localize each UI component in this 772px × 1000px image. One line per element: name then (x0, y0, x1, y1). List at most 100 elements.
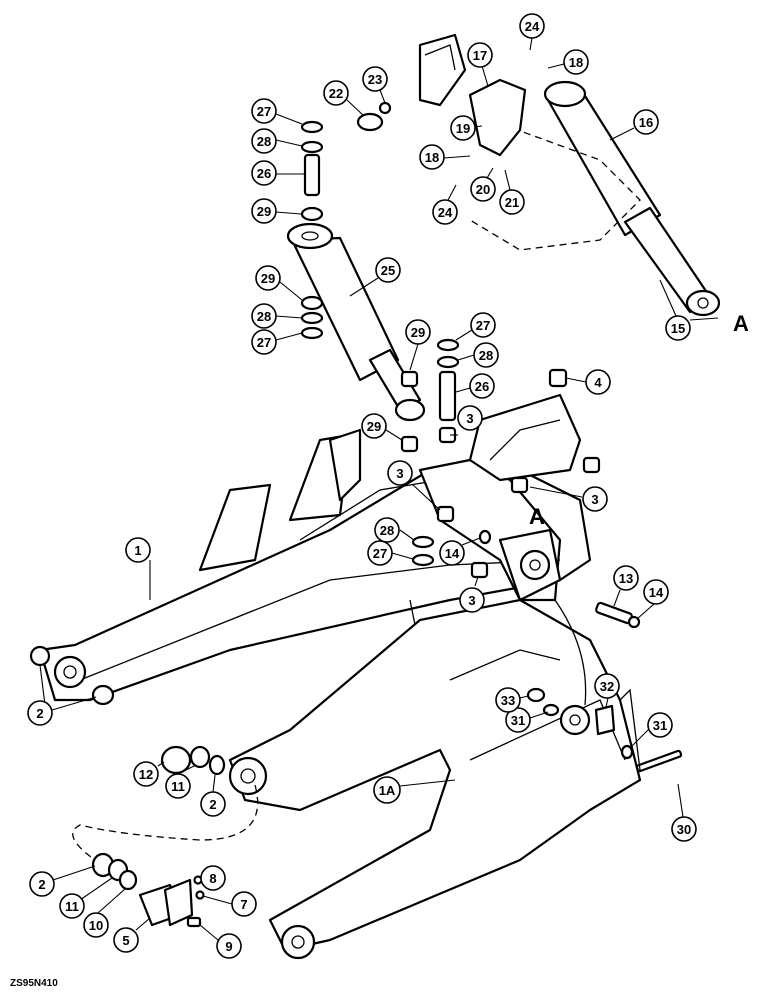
svg-text:11: 11 (65, 899, 79, 914)
right-hardware (478, 529, 683, 773)
svg-text:5: 5 (122, 933, 129, 948)
svg-text:30: 30 (677, 822, 691, 837)
svg-text:3: 3 (466, 411, 473, 426)
callout-3a: 3 (457, 405, 483, 431)
callout-14a: 14 (439, 540, 465, 566)
svg-text:28: 28 (257, 134, 271, 149)
callout-24b: 24 (432, 199, 458, 225)
callout-11b: 11 (59, 893, 85, 919)
loader-arm-1a (228, 598, 642, 960)
callout-18a: 18 (563, 49, 589, 75)
svg-text:8: 8 (209, 871, 216, 886)
callout-5: 5 (113, 927, 139, 953)
svg-text:29: 29 (257, 204, 271, 219)
front-hardware (29, 645, 259, 928)
callout-3c: 3 (582, 486, 608, 512)
callout-29a: 29 (251, 198, 277, 224)
callout-26b: 26 (469, 373, 495, 399)
reference-mark-a-link: A (529, 504, 545, 529)
svg-text:18: 18 (569, 55, 583, 70)
callouts: 1 1A 2 2 2 3 3 3 3 4 5 7 8 9 (27, 13, 719, 959)
callout-24a: 24 (519, 13, 545, 39)
svg-text:4: 4 (594, 375, 602, 390)
callout-18b: 18 (419, 144, 445, 170)
callout-23: 23 (362, 66, 388, 92)
callout-11a: 11 (165, 773, 191, 799)
svg-text:12: 12 (139, 767, 153, 782)
callout-28c: 28 (473, 342, 499, 368)
callout-1a: 1A (373, 776, 401, 804)
callout-29d: 29 (361, 413, 387, 439)
svg-text:31: 31 (511, 713, 525, 728)
svg-text:26: 26 (257, 166, 271, 181)
callout-26a: 26 (251, 160, 277, 186)
callout-8: 8 (200, 865, 226, 891)
callout-20: 20 (470, 176, 496, 202)
svg-text:1: 1 (134, 543, 141, 558)
callout-28d: 28 (374, 517, 400, 543)
callout-30: 30 (671, 816, 697, 842)
svg-text:27: 27 (476, 318, 490, 333)
svg-text:2: 2 (209, 797, 216, 812)
callout-27c: 27 (470, 312, 496, 338)
top-bracket-assembly (356, 33, 527, 157)
svg-text:24: 24 (525, 19, 540, 34)
callout-27d: 27 (367, 540, 393, 566)
svg-text:27: 27 (257, 335, 271, 350)
svg-text:33: 33 (501, 693, 515, 708)
svg-text:14: 14 (649, 585, 664, 600)
svg-text:22: 22 (329, 86, 343, 101)
callout-3d: 3 (459, 587, 485, 613)
svg-text:17: 17 (473, 48, 487, 63)
callout-28a: 28 (251, 128, 277, 154)
svg-text:28: 28 (479, 348, 493, 363)
callout-10: 10 (83, 912, 109, 938)
pin-stack-left (300, 120, 324, 340)
callout-21: 21 (499, 189, 525, 215)
callout-16: 16 (633, 109, 659, 135)
svg-text:20: 20 (476, 182, 490, 197)
callout-29b: 29 (255, 265, 281, 291)
svg-text:26: 26 (475, 379, 489, 394)
callout-2b: 2 (200, 791, 226, 817)
svg-text:2: 2 (36, 706, 43, 721)
tilt-cylinder-25 (286, 222, 426, 422)
callout-2a: 2 (27, 700, 53, 726)
callout-27a: 27 (251, 98, 277, 124)
svg-text:2: 2 (38, 877, 45, 892)
lift-cylinder-16 (469, 80, 721, 317)
callout-17: 17 (467, 42, 493, 68)
callout-28b: 28 (251, 303, 277, 329)
svg-text:29: 29 (367, 419, 381, 434)
bellcrank-plate (468, 393, 582, 482)
callout-2c: 2 (29, 871, 55, 897)
svg-text:21: 21 (505, 195, 519, 210)
svg-text:7: 7 (240, 897, 247, 912)
svg-text:28: 28 (380, 523, 394, 538)
svg-text:1A: 1A (379, 783, 396, 798)
svg-text:32: 32 (600, 679, 614, 694)
callout-22: 22 (323, 80, 349, 106)
svg-text:10: 10 (89, 918, 103, 933)
svg-text:25: 25 (381, 263, 395, 278)
callout-13: 13 (613, 565, 639, 591)
callout-3b: 3 (387, 460, 413, 486)
svg-text:3: 3 (396, 466, 403, 481)
svg-text:9: 9 (225, 939, 232, 954)
callout-15: 15 (665, 315, 691, 341)
svg-text:29: 29 (261, 271, 275, 286)
svg-text:3: 3 (591, 492, 598, 507)
callout-4: 4 (585, 369, 611, 395)
svg-text:11: 11 (171, 779, 185, 794)
callout-32: 32 (594, 673, 620, 699)
svg-text:13: 13 (619, 571, 633, 586)
callout-31b: 31 (647, 712, 673, 738)
svg-text:29: 29 (411, 325, 425, 340)
svg-text:3: 3 (468, 593, 475, 608)
callout-7: 7 (231, 891, 257, 917)
callout-27b: 27 (251, 329, 277, 355)
reference-mark-a-cylinder: A (733, 311, 749, 336)
callout-25: 25 (375, 257, 401, 283)
